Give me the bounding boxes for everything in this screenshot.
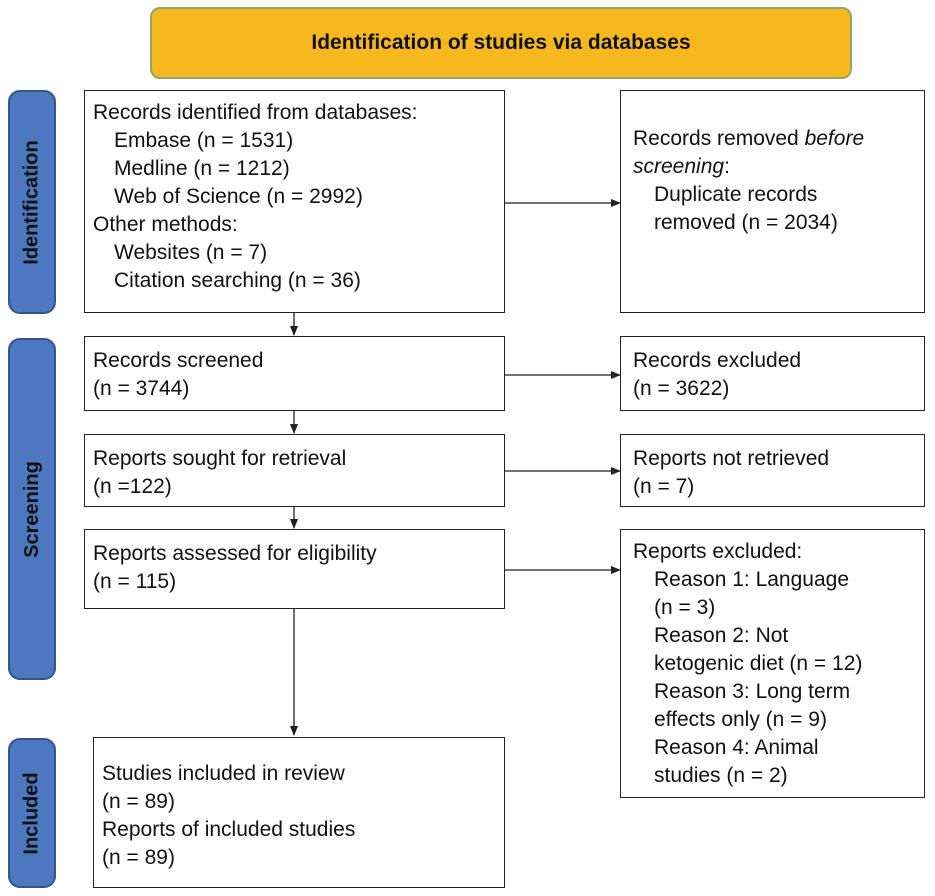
stage-identification: Identification <box>8 90 56 314</box>
records-excluded-count: (n = 3622) <box>633 377 730 400</box>
records-removed-screening: screening <box>633 155 725 178</box>
web-of-science-count: Web of Science (n = 2992) <box>114 185 363 208</box>
embase-count: Embase (n = 1531) <box>114 129 294 152</box>
studies-included-label: Studies included in review <box>102 762 345 785</box>
reports-sought-label: Reports sought for retrieval <box>93 447 347 470</box>
records-identified-box: Records identified from databases: Embas… <box>84 90 505 313</box>
stage-included-label: Included <box>20 771 43 855</box>
records-excluded-box: Records excluded (n = 3622) <box>620 336 925 411</box>
stage-identification-label: Identification <box>20 139 43 265</box>
stage-screening: Screening <box>8 338 56 680</box>
reason-3-count: effects only (n = 9) <box>654 708 827 731</box>
records-screened-count: (n = 3744) <box>93 377 190 400</box>
records-removed-line2: screening: <box>633 153 924 181</box>
other-methods-heading: Other methods: <box>93 213 238 236</box>
reason-2-label: Reason 2: Not <box>654 624 789 647</box>
records-removed-before: before <box>804 127 865 150</box>
websites-count: Websites (n = 7) <box>114 241 268 264</box>
reason-4-count: studies (n = 2) <box>654 764 788 787</box>
stage-screening-label: Screening <box>20 460 43 558</box>
reason-1-count: (n = 3) <box>654 596 716 619</box>
stage-included: Included <box>8 738 56 888</box>
records-screened-box: Records screened (n = 3744) <box>84 336 505 411</box>
reports-not-retrieved-count: (n = 7) <box>633 475 695 498</box>
reports-excluded-box: Reports excluded: Reason 1: Language (n … <box>620 529 925 798</box>
reports-assessed-box: Reports assessed for eligibility (n = 11… <box>84 529 505 609</box>
reports-included-count: (n = 89) <box>102 846 175 869</box>
reports-sought-box: Reports sought for retrieval (n =122) <box>84 434 505 507</box>
reports-assessed-label: Reports assessed for eligibility <box>93 542 377 565</box>
records-excluded-label: Records excluded <box>633 349 802 372</box>
reports-assessed-count: (n = 115) <box>93 570 177 593</box>
citation-searching-count: Citation searching (n = 36) <box>114 269 361 292</box>
records-removed-text: Records removed <box>633 127 805 150</box>
duplicate-records-label: Duplicate records <box>654 183 818 206</box>
reports-not-retrieved-label: Reports not retrieved <box>633 447 830 470</box>
reason-4-label: Reason 4: Animal <box>654 736 819 759</box>
reports-excluded-heading: Reports excluded: <box>633 540 803 563</box>
records-removed-colon: : <box>724 155 730 178</box>
reason-1-label: Reason 1: Language <box>654 568 849 591</box>
duplicate-records-count: removed (n = 2034) <box>654 211 838 234</box>
reason-2-count: ketogenic diet (n = 12) <box>654 652 863 675</box>
records-removed-box: Records removed before screening: Duplic… <box>620 90 925 313</box>
records-removed-line1: Records removed before <box>633 125 924 153</box>
header-title: Identification of studies via databases <box>311 31 691 54</box>
studies-included-count: (n = 89) <box>102 790 175 813</box>
records-identified-heading: Records identified from databases: <box>93 101 418 124</box>
reports-included-label: Reports of included studies <box>102 818 356 841</box>
records-screened-label: Records screened <box>93 349 264 372</box>
header-banner: Identification of studies via databases <box>150 7 852 79</box>
reports-sought-count: (n =122) <box>93 475 172 498</box>
medline-count: Medline (n = 1212) <box>114 157 290 180</box>
reports-not-retrieved-box: Reports not retrieved (n = 7) <box>620 434 925 507</box>
reason-3-label: Reason 3: Long term <box>654 680 851 703</box>
studies-included-box: Studies included in review (n = 89) Repo… <box>93 737 505 888</box>
